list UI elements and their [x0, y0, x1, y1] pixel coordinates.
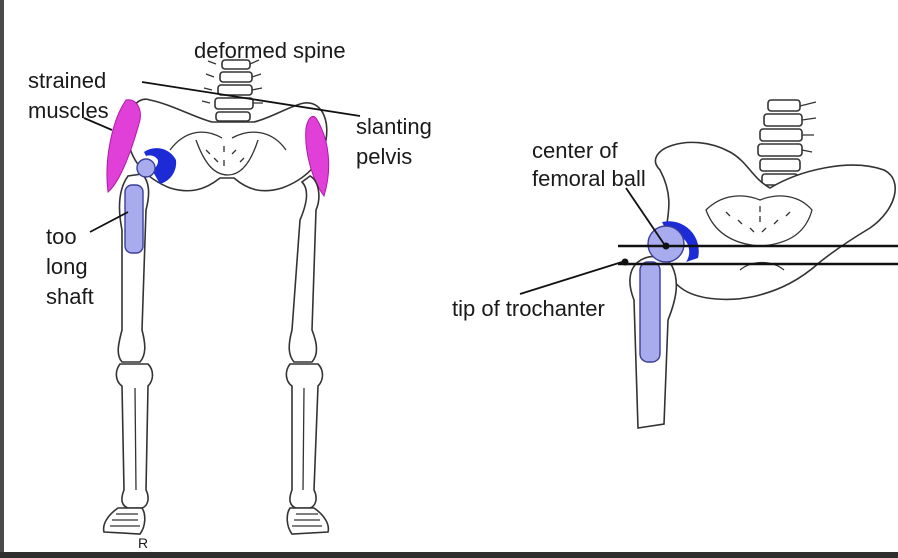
label-center-of: center of — [532, 138, 618, 163]
muscles-leader — [83, 117, 113, 131]
close-up-implant-stem — [639, 261, 661, 363]
left-strained-muscle — [106, 99, 141, 193]
label-pelvis: pelvis — [356, 144, 412, 169]
femoral-ball — [136, 158, 156, 178]
left-acetabular-cup — [144, 148, 177, 184]
right-lower-leg — [115, 363, 154, 509]
left-femur — [288, 175, 320, 363]
left-foot — [286, 507, 330, 535]
trochanter-leader — [519, 261, 623, 295]
right-strained-muscle — [305, 115, 330, 198]
deformed-spine — [201, 59, 263, 122]
right-close-up — [519, 99, 898, 429]
label-muscles-line2: muscles — [28, 98, 109, 123]
pelvic-tilt-line — [141, 81, 361, 117]
right-femur-with-implant — [117, 158, 156, 363]
label-femoral-ball: femoral ball — [532, 166, 646, 191]
shaft-leader — [89, 211, 129, 233]
frame-bottom-edge — [0, 552, 898, 558]
label-deformed-spine: deformed spine — [194, 38, 346, 63]
label-shaft: shaft — [46, 284, 94, 309]
left-lower-leg — [285, 363, 324, 509]
frame-left-edge — [0, 0, 4, 558]
center-leader — [625, 187, 665, 245]
label-slanting: slanting — [356, 114, 432, 139]
label-tip-of-trochanter: tip of trochanter — [452, 296, 605, 321]
pelvis — [126, 98, 328, 192]
side-marker: R — [138, 535, 148, 551]
label-too: too — [46, 224, 77, 249]
label-strained-line1: strained — [28, 68, 106, 93]
right-foot — [102, 507, 146, 535]
close-up-spine — [757, 99, 817, 186]
left-skeleton — [83, 59, 361, 535]
long-implant-shaft — [124, 184, 144, 254]
label-long: long — [46, 254, 88, 279]
